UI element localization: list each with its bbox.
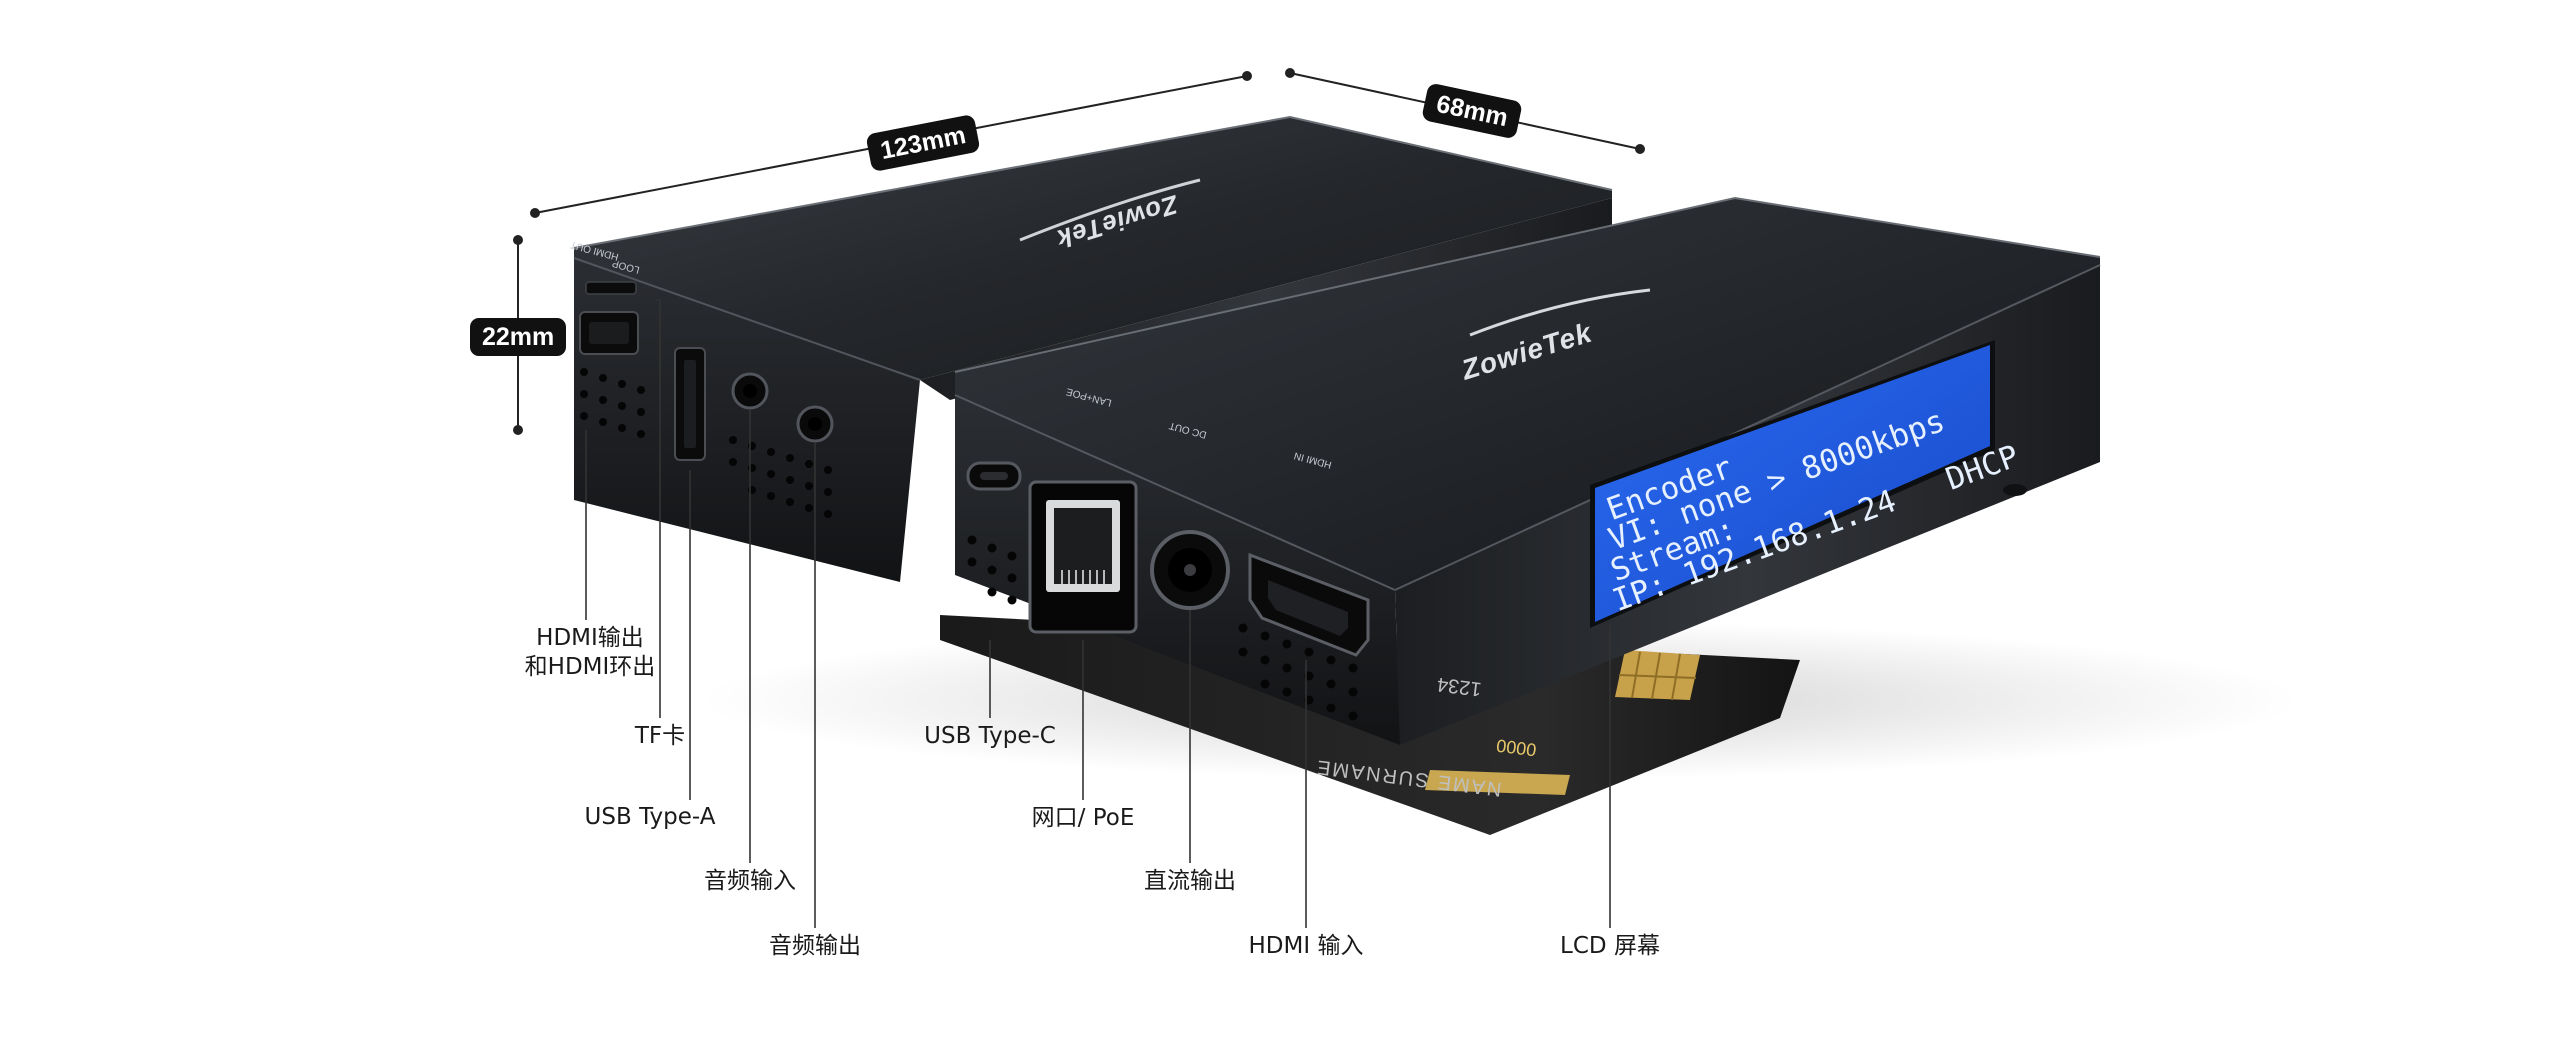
front-device-top [955,198,2100,590]
leader-tf-card [656,299,661,718]
callout-lines [585,299,1611,928]
callout-tf-card: TF卡 [634,723,686,749]
callout-lan-poe: 网口/ PoE [1031,805,1135,831]
front-device [954,196,2101,745]
callout-hdmi-out-line1: HDMI输出 [536,625,644,651]
back-device-top [574,117,1612,380]
callout-dc-out: 直流输出 [1144,868,1236,894]
callout-audio-out: 音频输出 [769,933,861,959]
callout-hdmi-in: HDMI 输入 [1248,933,1364,959]
callout-audio-in: 音频输入 [704,868,796,894]
callout-hdmi-out-line2: 和HDMI环出 [524,654,656,680]
tf-card-slot [585,281,637,295]
callout-usb-type-c: USB Type-C [924,723,1056,749]
callout-hdmi-out-loop: HDMI输出 和HDMI环出 [510,624,670,682]
lcd-screen [1595,345,1990,622]
callout-lcd-screen: LCD 屏幕 [1560,933,1660,959]
callout-usb-type-a: USB Type-A [584,804,716,830]
height-badge: 22mm [470,318,567,356]
back-device-vents [580,368,832,518]
card-chip [1615,650,1700,701]
front-device-vents [967,535,1358,721]
